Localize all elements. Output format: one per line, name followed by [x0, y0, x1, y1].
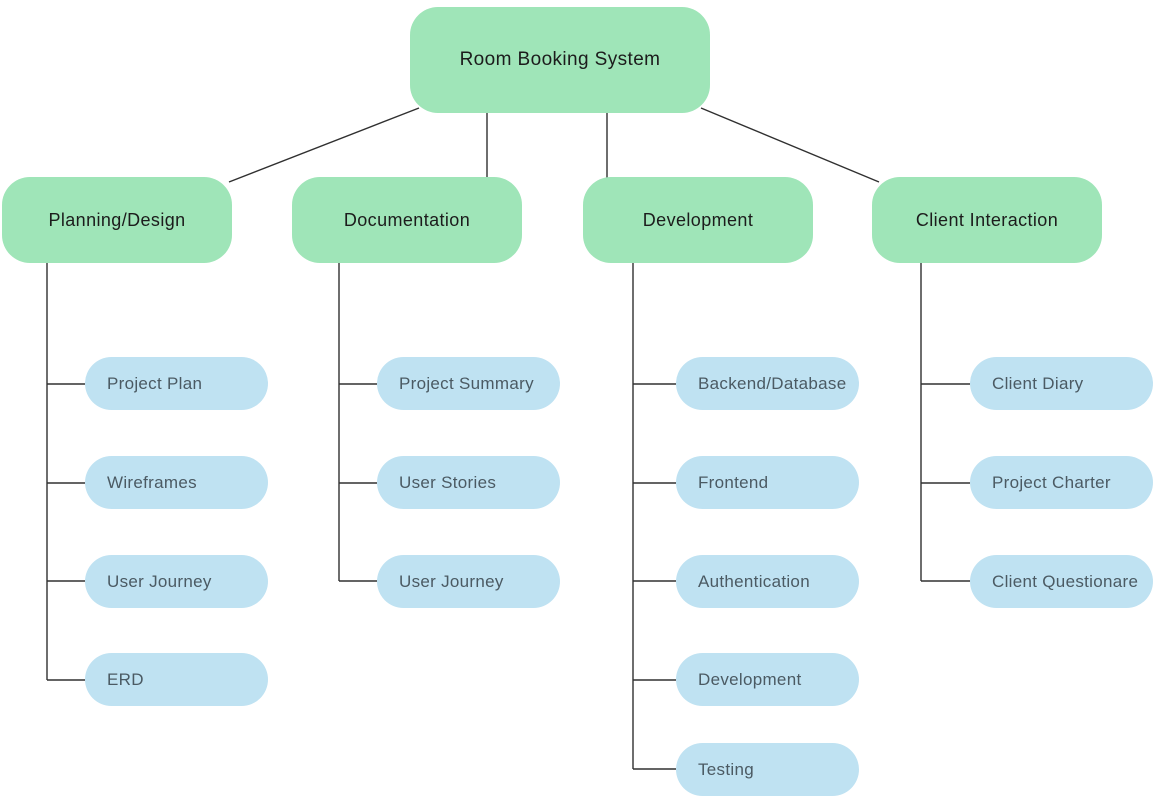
node-label: Development: [698, 669, 802, 689]
node-label: Authentication: [698, 571, 810, 591]
child-user-journey[interactable]: User Journey: [85, 555, 268, 608]
node-room-booking-system[interactable]: Room Booking System: [410, 7, 710, 113]
node-label: User Journey: [399, 571, 504, 591]
node-label: Planning/Design: [48, 209, 186, 230]
child-project-plan[interactable]: Project Plan: [85, 357, 268, 410]
node-label: Client Diary: [992, 373, 1084, 393]
branch-client-interaction[interactable]: Client Interaction: [872, 177, 1102, 263]
node-label: Development: [642, 209, 754, 230]
child-erd[interactable]: ERD: [85, 653, 268, 706]
child-client-diary[interactable]: Client Diary: [970, 357, 1153, 410]
child-wireframes[interactable]: Wireframes: [85, 456, 268, 509]
child-backend-database[interactable]: Backend/Database: [676, 357, 859, 410]
child-doc-user-journey[interactable]: User Journey: [377, 555, 560, 608]
node-label: Backend/Database: [698, 373, 847, 393]
node-label: Wireframes: [107, 472, 197, 492]
node-label: User Journey: [107, 571, 212, 591]
child-project-summary[interactable]: Project Summary: [377, 357, 560, 410]
node-label: Frontend: [698, 472, 769, 492]
child-authentication[interactable]: Authentication: [676, 555, 859, 608]
node-label: Room Booking System: [459, 49, 661, 70]
child-frontend[interactable]: Frontend: [676, 456, 859, 509]
branch-development[interactable]: Development: [583, 177, 813, 263]
edge-root-client-interaction: [700, 107, 880, 183]
child-testing[interactable]: Testing: [676, 743, 859, 796]
child-client-questionare[interactable]: Client Questionare: [970, 555, 1153, 608]
branch-planning-design[interactable]: Planning/Design: [2, 177, 232, 263]
child-user-stories[interactable]: User Stories: [377, 456, 560, 509]
node-label: Project Charter: [992, 472, 1111, 492]
child-project-charter[interactable]: Project Charter: [970, 456, 1153, 509]
node-label: User Stories: [399, 472, 497, 492]
node-label: Project Plan: [107, 373, 203, 393]
node-label: Client Interaction: [915, 209, 1059, 230]
node-label: Documentation: [343, 209, 471, 230]
node-label: Project Summary: [399, 373, 534, 393]
node-label: Client Questionare: [992, 571, 1139, 591]
branch-documentation[interactable]: Documentation: [292, 177, 522, 263]
node-label: Testing: [698, 759, 754, 779]
edge-root-planning-design: [228, 107, 420, 183]
node-label: ERD: [107, 669, 144, 689]
child-development[interactable]: Development: [676, 653, 859, 706]
